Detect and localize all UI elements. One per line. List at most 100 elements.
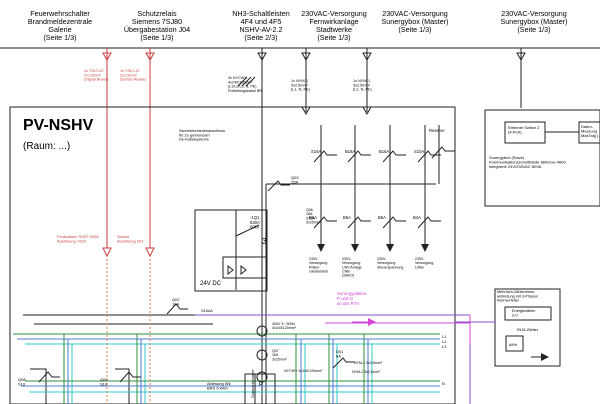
panel-room: (Raum: ...) bbox=[23, 141, 70, 152]
source-label-4-line-4: (Seite 1/3) bbox=[317, 33, 350, 42]
pot-label: P bbox=[259, 382, 263, 388]
left-network bbox=[23, 314, 213, 404]
lower-cable-2: NYM-J 3x2,5mm² bbox=[352, 370, 381, 374]
marker-schutz bbox=[145, 52, 155, 62]
fwa-feed-arrow bbox=[301, 106, 311, 116]
busbar-label: Sammelschiene bbox=[250, 369, 255, 398]
left-breakers bbox=[38, 303, 188, 383]
source-label-6-line-2: Sunergybox (Master) bbox=[500, 17, 567, 26]
upper-breaker-2 bbox=[347, 150, 371, 163]
kwh-box bbox=[504, 306, 552, 321]
marker-sunergy-right bbox=[516, 52, 526, 62]
main-switch-coil bbox=[227, 264, 247, 276]
lower-breaker-label-4: B4A bbox=[413, 215, 421, 220]
source-label-5-line-1: 230VAC-Versorgung bbox=[382, 9, 447, 18]
lower-breaker-label-2: B6A bbox=[343, 215, 351, 220]
phase-label-n: N bbox=[442, 381, 445, 386]
main-switch-contact bbox=[235, 224, 260, 237]
ethernet-label: Ethernet Switch 2(4-Port) bbox=[508, 125, 540, 135]
fire-release-arrow bbox=[102, 247, 112, 258]
top-source-labels: Feuerwehrschalter Brandmeldezentrale Gal… bbox=[28, 9, 568, 42]
left-breaker-1 bbox=[38, 371, 60, 383]
panel-title: PV-NSHV bbox=[23, 117, 94, 134]
main-switch-block bbox=[194, 209, 268, 292]
source-label-3-line-4: (Seite 2/3) bbox=[244, 33, 277, 42]
main-switch-pole-count: 3 bbox=[262, 237, 267, 246]
comm-lines bbox=[195, 61, 522, 404]
lower-breaker-4 bbox=[417, 216, 441, 229]
right-lower-box bbox=[494, 288, 561, 367]
load-arrow-4 bbox=[421, 244, 429, 252]
source-label-5-line-2: Sunergybox (Master) bbox=[381, 17, 448, 26]
upper-breaker-label-3: B16A bbox=[379, 149, 389, 154]
source-label-5-line-3: (Seite 1/3) bbox=[398, 25, 431, 34]
upper-breaker-label-4: S10A bbox=[414, 149, 424, 154]
sunergy-feed-arrow bbox=[362, 106, 372, 116]
kwh-display-label: kWh bbox=[509, 342, 517, 347]
left-cyan-lines bbox=[25, 343, 440, 404]
phase-label-l2: L2 bbox=[442, 339, 447, 344]
lower-cable-1: NYCWY 4x240/120mm² bbox=[284, 369, 323, 373]
main-feed-diagonal-2 bbox=[241, 76, 252, 87]
load-arrow-2 bbox=[351, 244, 359, 252]
main-switch-voltage: 24V DC bbox=[200, 281, 222, 287]
source-label-1-line-4: (Seite 1/3) bbox=[43, 33, 76, 42]
upper-breaker-4 bbox=[417, 150, 441, 163]
main-feed-diagonal-3 bbox=[245, 76, 256, 87]
lower-breaker-label-3: B6A bbox=[378, 215, 386, 220]
upper-breaker-3 bbox=[382, 150, 406, 163]
load-arrow-3 bbox=[386, 244, 394, 252]
marker-nh3 bbox=[257, 52, 267, 62]
source-label-2-line-2: Siemens 7SJ80 bbox=[132, 17, 182, 26]
upper-distribution bbox=[266, 61, 440, 247]
lower-breaker-2 bbox=[347, 216, 371, 229]
upper-breaker-label-1: S16A bbox=[311, 149, 321, 154]
sunergy-slave-label: Sunergybox (Slave)Kommunikationsschnitts… bbox=[489, 155, 566, 169]
upper-breakers bbox=[313, 146, 455, 163]
sunergy-slave-box bbox=[484, 109, 600, 207]
lower-breaker-3 bbox=[382, 216, 406, 229]
source-label-3-line-2: 4F4 und 4F5 bbox=[241, 17, 282, 26]
load-arrows bbox=[317, 244, 429, 252]
marker-sunergy-master bbox=[362, 52, 372, 62]
red-signal-lines bbox=[106, 60, 151, 248]
upper-breaker-label-5: Reserve bbox=[429, 128, 445, 133]
source-label-1-line-1: Feuerwehrschalter bbox=[30, 9, 90, 18]
meter-box bbox=[244, 373, 276, 404]
source-label-1-line-3: Galerie bbox=[48, 25, 71, 34]
relay-release-arrow bbox=[145, 247, 155, 258]
lower-breakers bbox=[313, 216, 441, 229]
kwh-caption: Mehrfach-Zählermess-anbindung mit 3-Phas… bbox=[497, 290, 538, 303]
mid-breaker-1 bbox=[267, 180, 290, 192]
kwh-display bbox=[505, 335, 524, 352]
meter-node-3 bbox=[256, 371, 268, 383]
lower-breaker-1 bbox=[313, 216, 337, 229]
main-feed bbox=[237, 61, 263, 404]
source-label-6-line-1: 230VAC-Versorgung bbox=[501, 9, 566, 18]
meter-node-2 bbox=[256, 349, 268, 361]
panel-frame bbox=[9, 106, 456, 404]
phase-label-l3: L3 bbox=[442, 344, 447, 349]
left-breaker-2 bbox=[119, 371, 141, 383]
marker-fwa bbox=[301, 52, 311, 62]
meter-node-1 bbox=[256, 325, 268, 337]
